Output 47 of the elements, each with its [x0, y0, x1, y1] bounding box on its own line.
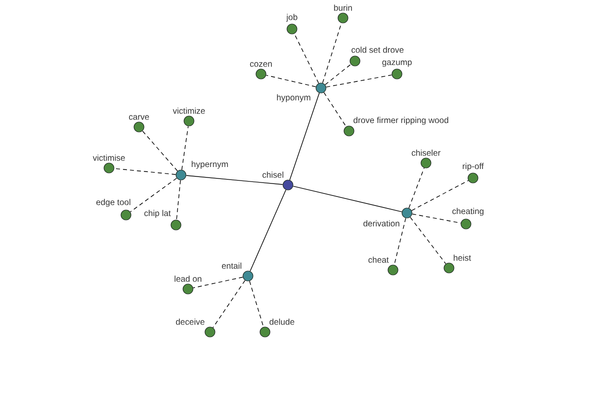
connector-line: [326, 74, 392, 88]
connector-line: [324, 92, 346, 127]
connector-line: [130, 178, 178, 212]
node-label: chisel: [262, 172, 284, 178]
node-label: hypernym: [192, 160, 228, 169]
node-label: job: [286, 14, 298, 22]
node-label: entail: [222, 262, 242, 269]
node-label: rip-off: [462, 162, 484, 171]
connector-line: [114, 168, 176, 175]
node-label: burin: [334, 4, 352, 11]
connector-line: [192, 276, 244, 288]
node-label: lead on: [174, 276, 202, 282]
connector-line: [186, 175, 284, 185]
node-label: cold set drove: [352, 46, 404, 53]
connector-line: [410, 216, 446, 264]
connector-line: [266, 74, 316, 88]
connector-line: [394, 218, 406, 266]
node-label: chiseler: [412, 150, 440, 156]
connector-line: [181, 126, 189, 170]
node-label: victimise: [92, 154, 125, 161]
node-label: cheat: [368, 256, 389, 263]
node-label: cozen: [250, 62, 272, 67]
connector-line: [292, 186, 402, 212]
node-label: gazump: [382, 60, 412, 67]
node-label: delude: [270, 318, 294, 325]
connector-line: [176, 180, 181, 220]
node-label: heist: [454, 254, 472, 261]
connector-line: [322, 22, 342, 84]
node-label: deceive: [176, 318, 204, 325]
node-label: edge tool: [96, 198, 130, 207]
connector-line: [411, 180, 469, 211]
connector-line: [294, 33, 320, 84]
connector-line: [250, 190, 286, 272]
node-label: victimize: [172, 108, 205, 114]
connector-line: [212, 280, 246, 328]
connector-line: [408, 168, 424, 208]
node-label: hyponym: [277, 94, 310, 102]
node-label: derivation: [363, 220, 400, 226]
connector-line: [142, 130, 178, 172]
node-label: cheating: [452, 208, 484, 216]
connector-line: [289, 92, 320, 180]
node-label: chip lat: [144, 210, 171, 218]
connector-line: [412, 214, 462, 224]
connector-line: [324, 64, 352, 86]
node-label: carve: [129, 115, 149, 120]
node-label: drove firmer ripping wood: [354, 116, 448, 125]
connector-line: [249, 280, 264, 328]
